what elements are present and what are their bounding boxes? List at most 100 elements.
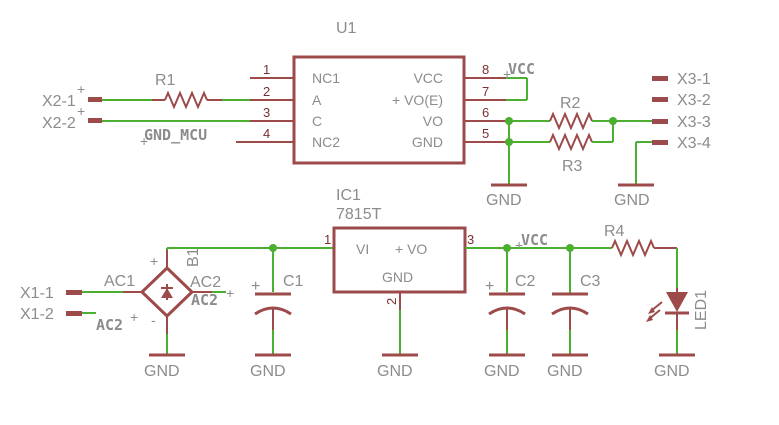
ic1-value: 7815T — [336, 206, 382, 223]
led1-label: LED1 — [693, 290, 710, 330]
x2-2-plus: + — [77, 103, 85, 119]
ic1-ref: IC1 — [336, 187, 361, 204]
gnd-symbol-x3: GND — [614, 183, 654, 209]
x1-2-pin — [66, 311, 82, 316]
u1-pin2-num: 2 — [263, 84, 270, 99]
u1-pin3-num: 3 — [263, 105, 270, 120]
gnd-mcu-net: GND_MCU + — [140, 126, 250, 149]
vcc-label-bottom: VCC — [521, 231, 548, 249]
r1-zigzag — [164, 90, 208, 110]
junction-pin5 — [505, 138, 513, 146]
u1-body — [292, 55, 466, 165]
r4-zigzag — [611, 238, 655, 258]
b1-ac2-label: AC2 — [190, 274, 221, 291]
x3-3-pin — [652, 119, 668, 124]
c1-plus: + — [251, 278, 260, 295]
junction-r2-r3 — [609, 117, 617, 125]
c1-capacitor[interactable]: + C1 GND — [250, 248, 304, 380]
gnd-label-x3: GND — [614, 192, 650, 209]
x1-connector[interactable]: X1-1 X1-2 — [20, 285, 82, 323]
x3-2-label: X3-2 — [677, 92, 711, 109]
x3-1-label: X3-1 — [677, 71, 711, 88]
b1-plus-label: + — [150, 253, 158, 269]
x3-4-label: X3-4 — [677, 135, 711, 152]
r4-label: R4 — [604, 223, 625, 240]
gnd-label-b1: GND — [144, 363, 180, 380]
b1-bridge-rectifier[interactable]: AC1 AC2 + - B1 — [104, 247, 221, 334]
x2-1-label: X2-1 — [42, 93, 76, 110]
u1-pin4-name: NC2 — [312, 134, 340, 150]
r4-resistor[interactable]: R4 — [604, 223, 677, 258]
u1-pin3-name: C — [312, 113, 322, 129]
gnd-label-u1: GND — [486, 192, 522, 209]
vcc-top-plus: + — [503, 66, 511, 82]
x2-connector[interactable]: X2-1 X2-2 + + — [42, 81, 102, 132]
x1-1-pin — [66, 290, 82, 295]
x2-2-pin — [88, 118, 102, 123]
x1-2-label: X1-2 — [20, 306, 54, 323]
u1-pin2-name: A — [312, 92, 322, 108]
u1-optocoupler[interactable]: U1 1 2 3 4 NC1 A C NC2 8 7 6 5 VCC + VO(… — [250, 20, 506, 165]
gnd-label-c1: GND — [250, 363, 286, 380]
vcc-bottom-plus: + — [515, 237, 523, 253]
r2-label: R2 — [560, 95, 581, 112]
vcc-label-top: VCC — [508, 60, 535, 78]
r1-resistor[interactable]: R1 — [152, 72, 222, 110]
b1-ac1-label: AC1 — [104, 273, 135, 290]
x2-1-pin — [88, 97, 102, 102]
c3-label: C3 — [580, 273, 601, 290]
gnd-label-c3: GND — [547, 363, 583, 380]
gnd-label-ic1: GND — [377, 363, 413, 380]
led1-triangle — [666, 292, 688, 312]
gnd-mcu-plus: + — [140, 133, 148, 149]
c3-capacitor[interactable]: C3 GND — [547, 248, 601, 380]
gnd-symbol-u1: GND — [486, 183, 527, 209]
u1-pin7-num: 7 — [482, 84, 489, 99]
u1-pin7-name: + VO(E) — [392, 92, 443, 108]
ic1-pin3-num: 3 — [467, 232, 474, 247]
ac2-net-label-right: AC2 — [191, 291, 218, 309]
ac2-net-label-left: AC2 — [96, 316, 123, 334]
ic1-regulator[interactable]: IC1 7815T VI + VO GND 1 3 2 GND — [324, 187, 474, 380]
r3-resistor[interactable]: R3 — [549, 132, 593, 175]
u1-pin5-name: GND — [412, 134, 443, 150]
b1-diode-arrow — [161, 288, 173, 298]
c2-label: C2 — [515, 273, 536, 290]
x2-2-label: X2-2 — [42, 115, 76, 132]
gnd-label-c2: GND — [484, 363, 520, 380]
r2-resistor[interactable]: R2 — [549, 95, 593, 131]
r2-zigzag — [549, 111, 593, 131]
x3-2-pin — [652, 97, 668, 102]
ic1-vo: + VO — [395, 241, 427, 257]
x3-connector[interactable]: X3-1 X3-2 X3-3 X3-4 — [652, 71, 711, 152]
gnd-mcu-label: GND_MCU — [144, 126, 207, 144]
junction-pin6 — [505, 117, 513, 125]
x3-1-pin — [652, 76, 668, 81]
r1-label: R1 — [155, 72, 176, 89]
u1-pin1-num: 1 — [263, 62, 270, 77]
u1-pin5-num: 5 — [482, 126, 489, 141]
ac2-right-plus: + — [226, 285, 234, 301]
u1-pin6-name: VO — [423, 113, 443, 129]
x3-4-pin — [652, 140, 668, 145]
c2-capacitor[interactable]: + C2 GND — [484, 248, 536, 380]
led1-ray-2-head — [646, 315, 653, 322]
ic1-pin2-num: 2 — [384, 298, 399, 305]
gnd-label-led1: GND — [654, 363, 690, 380]
ic1-pin1-num: 1 — [324, 232, 331, 247]
led1-diode[interactable]: LED1 GND — [646, 288, 710, 380]
x1-1-label: X1-1 — [20, 285, 54, 302]
led1-ray-1-head — [648, 307, 655, 314]
x2-1-plus: + — [77, 81, 85, 97]
gnd-symbol-b1: GND — [144, 353, 185, 380]
u1-pin1-name: NC1 — [312, 70, 340, 86]
u1-pin6-num: 6 — [482, 105, 489, 120]
ic1-vi: VI — [356, 241, 369, 257]
u1-pin8-num: 8 — [482, 62, 489, 77]
x3-3-label: X3-3 — [677, 114, 711, 131]
c2-plus: + — [485, 278, 494, 295]
u1-pin8-name: VCC — [413, 70, 443, 86]
ac2-left-plus: + — [130, 309, 138, 325]
b1-ref: B1 — [185, 247, 202, 267]
u1-pin4-num: 4 — [263, 126, 270, 141]
